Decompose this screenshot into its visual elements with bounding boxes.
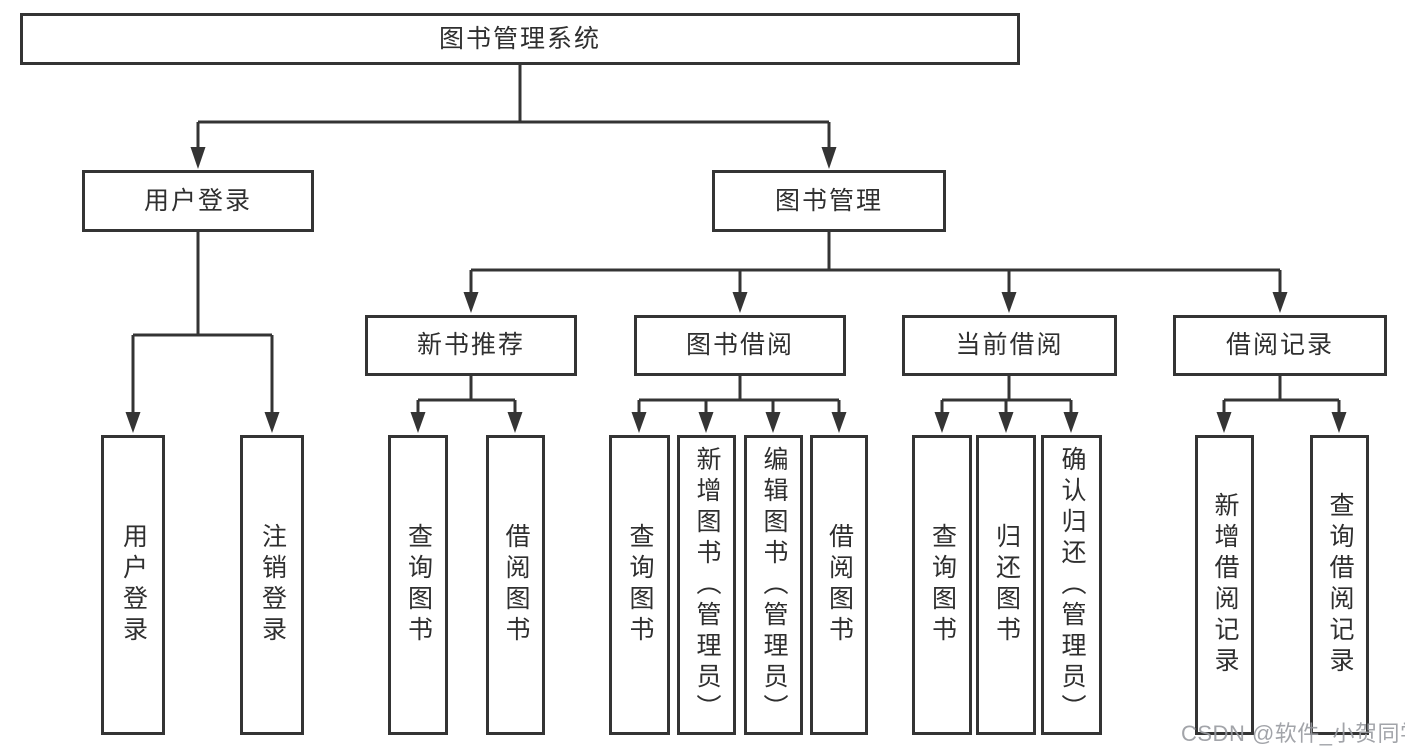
node-book-borrow: 图书借阅 bbox=[634, 315, 846, 376]
arrowhead-icons bbox=[125, 147, 1347, 433]
node-library-system: 图书管理系统 bbox=[20, 13, 1020, 65]
leaf-confirm-return-admin: 确认归还（管理员） bbox=[1041, 435, 1102, 735]
leaf-add-borrow-record: 新增借阅记录 bbox=[1195, 435, 1254, 735]
leaf-user-login: 用户登录 bbox=[101, 435, 165, 735]
node-borrow-records: 借阅记录 bbox=[1173, 315, 1387, 376]
leaf-query-books-current: 查询图书 bbox=[912, 435, 972, 735]
leaf-query-borrow-record: 查询借阅记录 bbox=[1310, 435, 1369, 735]
watermark: CSDN @软件_小贺同学 bbox=[1181, 721, 1405, 746]
leaf-borrow-books-recommend: 借阅图书 bbox=[486, 435, 545, 735]
leaf-borrow-books: 借阅图书 bbox=[810, 435, 868, 735]
leaf-return-books: 归还图书 bbox=[976, 435, 1036, 735]
leaf-query-books-borrow: 查询图书 bbox=[609, 435, 670, 735]
node-current-borrow: 当前借阅 bbox=[902, 315, 1117, 376]
connector-paths bbox=[131, 65, 1341, 416]
node-user-login: 用户登录 bbox=[82, 170, 314, 232]
node-new-book-recommend: 新书推荐 bbox=[365, 315, 577, 376]
leaf-edit-book-admin: 编辑图书（管理员） bbox=[744, 435, 803, 735]
node-book-management: 图书管理 bbox=[712, 170, 946, 232]
leaf-query-books-recommend: 查询图书 bbox=[388, 435, 448, 735]
leaf-logout: 注销登录 bbox=[240, 435, 304, 735]
leaf-add-book-admin: 新增图书（管理员） bbox=[677, 435, 736, 735]
